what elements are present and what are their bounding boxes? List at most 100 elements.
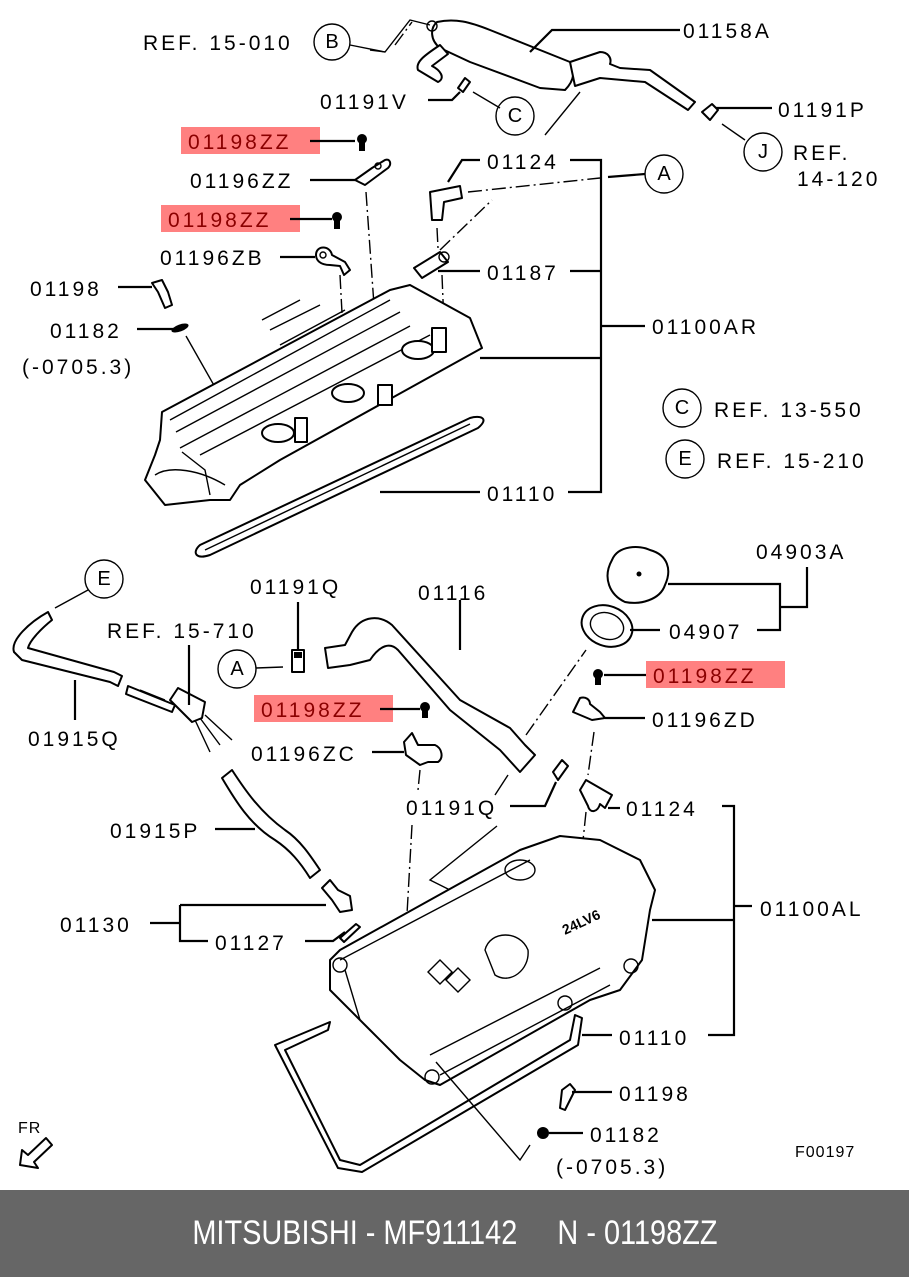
callout-a-lower: A [230,658,244,680]
part-01191Q-lower-label: 01191Q [406,797,497,820]
callout-circle-a [644,154,684,194]
callout-j: J [758,141,768,163]
group-bracket-01130 [178,905,208,943]
callout-a: A [657,163,671,185]
part-01124-label: 01124 [487,151,559,174]
ref-15-010-label: REF. 15-010 [143,32,293,55]
leader-line [525,649,587,736]
breather-hose-01158A [416,19,696,111]
clip-01191Q [291,649,305,673]
ref-14-120-label-b: 14-120 [797,168,880,191]
part-01198ZZ-label-highlighted: 01198ZZ [168,209,272,232]
leader-line [436,227,439,249]
footer-banner: MITSUBISHI - MF911142 N - 01198ZZ [0,1190,909,1277]
highlight-box [181,127,320,154]
callout-circle-e [84,559,124,599]
leader-line [587,731,595,776]
bolt-01198ZZ [420,702,430,718]
leader-line [349,44,386,53]
leader-line [510,781,557,808]
leader-line [780,567,809,609]
part-01191V-label: 01191V [320,91,409,114]
leader-line [439,199,493,251]
parts-diagram: REF. 15-010 B 01158A 01191V C 01191P J R… [12,19,880,1179]
bracket-01196ZC [403,732,443,766]
leader-line [54,589,89,609]
part-01100AR-label: 01100AR [652,316,759,339]
ref-15-710-label: REF. 15-710 [107,620,257,643]
leader-line [255,666,284,669]
clip-01191P [701,103,719,121]
part-01127-label: 01127 [215,932,287,955]
part-01196ZZ-label: 01196ZZ [190,170,294,193]
callout-circle-b [313,23,351,61]
part-01158A-label: 01158A [683,20,772,43]
hose-01915P [221,769,321,879]
leader-line [441,274,445,326]
part-01198ZZ-label-highlighted: 01198ZZ [261,699,365,722]
part-01198-label: 01198 [30,278,102,301]
pcv-valve [321,879,353,913]
bracket-01196ZD [572,696,606,721]
highlight-box [646,661,785,688]
part-01198ZZ-label-highlighted: 01198ZZ [653,665,757,688]
leader-line [394,21,413,46]
callout-circle-j [743,132,783,172]
leader-line [305,931,346,943]
legend-circle-c [662,388,702,428]
hose-01915Q [12,611,123,687]
callout-circle-c [495,96,535,136]
elbow-01124 [429,185,463,221]
clip-01191Q-lower [552,759,569,781]
leader-line [472,91,501,109]
leader-line [369,19,431,53]
leader-line [417,769,421,791]
pcv-connector-ref-15-710 [125,685,233,753]
bolt-01198ZZ [593,669,603,685]
bracket-01196ZZ [354,158,392,186]
leader-line [529,28,680,53]
leader-line [494,774,509,796]
part-01110-lower-label: 01110 [619,1027,689,1050]
leader-line [435,1061,531,1162]
part-01196ZB-label: 01196ZB [160,247,265,270]
leader-line [428,91,461,102]
grommet-01127 [339,923,361,943]
front-direction-arrow-icon [19,1137,53,1169]
oil-filler-gasket-04907 [580,604,634,648]
legend-circle-e [665,439,705,479]
hose-01187 [413,251,450,279]
part-04907-label: 04907 [669,621,742,644]
valve-cover-gasket-left [274,1014,583,1173]
part-01915Q-label: 01915Q [28,728,121,751]
part-01187-label: 01187 [487,262,559,285]
part-01110-label: 01110 [487,483,557,506]
valve-cover-left: 24LV6 [329,835,656,1086]
highlight-box [254,695,393,722]
part-01100AL-label: 01100AL [760,898,864,921]
leader-line [447,158,480,183]
direction-label: FR [18,1120,41,1137]
callout-circle-a-lower [217,649,257,689]
part-01124-lower-label: 01124 [626,798,698,821]
part-01191P-label: 01191P [778,99,867,122]
part-01196ZD-label: 01196ZD [652,709,758,732]
part-01116-label: 01116 [418,582,488,605]
part-01182-lower-note: (-0705.3) [556,1156,668,1179]
footer-text: MITSUBISHI - MF911142 N - 01198ZZ [191,1214,718,1252]
bracket-01196ZB [315,246,351,276]
part-01198ZZ-label-highlighted: 01198ZZ [188,131,292,154]
bolt-01198ZZ [332,212,342,229]
ref-14-120-label-a: REF. [793,142,851,165]
oil-filler-cap-04903A [606,546,670,604]
leader-line [544,91,581,136]
legend-e: E [678,448,691,470]
valve-cover-right [144,284,483,506]
bolt-01198ZZ [357,134,367,151]
hose-01116 [324,617,536,773]
bolt-01198-lower [559,1083,576,1111]
gasket-01182 [171,323,189,333]
part-01182-label: 01182 [50,320,122,343]
legend-c: C [675,397,689,419]
valve-cover-gasket-right [194,415,485,558]
